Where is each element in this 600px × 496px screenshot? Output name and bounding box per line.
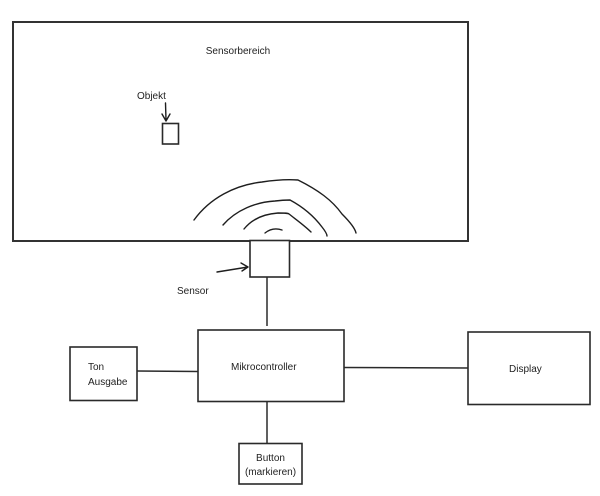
wire-microcontroller-display xyxy=(342,366,469,369)
sound-output-box xyxy=(69,346,138,402)
microcontroller-label: Mikrocontroller xyxy=(231,362,297,373)
button-block: Button (markieren) xyxy=(238,442,303,485)
sensor-label: Sensor xyxy=(177,286,209,297)
signal-wave-2 xyxy=(222,199,328,237)
sensor-area-label: Sensorbereich xyxy=(206,46,270,57)
sound-output: Ton Ausgabe xyxy=(69,346,138,402)
button-label-line2: (markieren) xyxy=(245,467,296,478)
signal-wave-1 xyxy=(193,178,357,234)
wire-microcontroller-sound xyxy=(136,370,199,373)
display-box xyxy=(467,331,591,406)
signal-waves xyxy=(193,178,357,237)
sensor-area: Sensorbereich xyxy=(12,21,469,242)
signal-wave-3 xyxy=(243,212,312,233)
object-label: Objekt xyxy=(137,91,166,102)
button-label-line1: Button xyxy=(256,453,285,464)
display: Display xyxy=(467,331,591,406)
sensor-box xyxy=(249,239,291,278)
object-box xyxy=(161,122,180,145)
sound-output-label-line2: Ausgabe xyxy=(88,377,128,388)
sensor: Sensor xyxy=(177,239,291,297)
microcontroller-box xyxy=(197,329,345,403)
sensor-arrow-icon xyxy=(216,262,249,273)
object-arrow-icon xyxy=(161,102,171,122)
signal-wave-4 xyxy=(264,228,283,234)
sensor-area-frame xyxy=(12,21,469,242)
object: Objekt xyxy=(137,91,180,145)
microcontroller: Mikrocontroller xyxy=(197,329,345,403)
button-box xyxy=(238,442,303,485)
display-label: Display xyxy=(509,364,542,375)
sound-output-label-line1: Ton xyxy=(88,362,104,373)
